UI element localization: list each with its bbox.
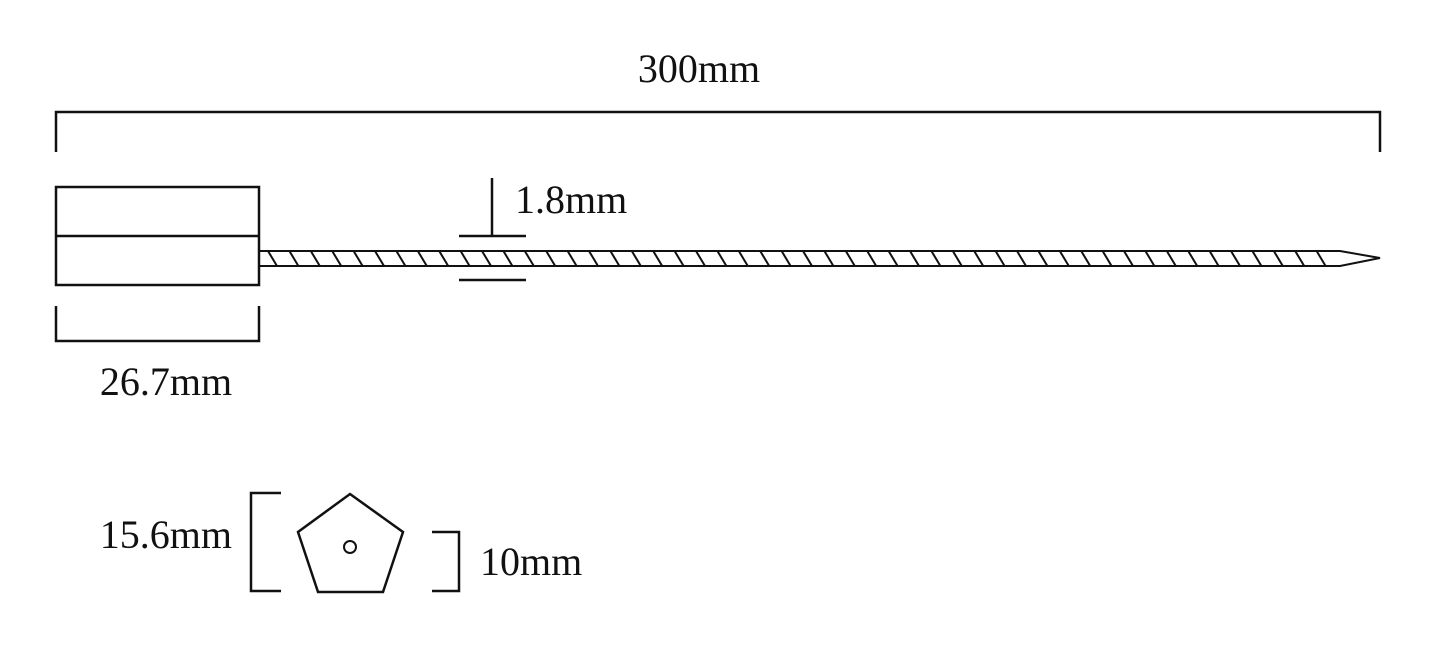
- cable-twist-stroke: [866, 250, 878, 267]
- cable-twist-stroke: [951, 250, 963, 267]
- head-length-bracket: [54, 306, 261, 343]
- cable-twist-stroke: [1230, 250, 1241, 267]
- cable-twist-stroke: [523, 250, 535, 267]
- cable-twist-stroke: [566, 250, 578, 267]
- pentagon-profile: [296, 492, 405, 594]
- cable-twist-stroke: [1080, 250, 1092, 267]
- cable-twist-stroke: [652, 250, 664, 267]
- lock-head: [54, 185, 261, 287]
- head-length-label: 26.7mm: [100, 359, 232, 404]
- center-hole: [343, 540, 357, 554]
- cable-twist-stroke: [309, 250, 321, 267]
- cable-diameter-dimension: 1.8mm: [459, 177, 627, 282]
- cable-twist-stroke: [395, 250, 407, 267]
- cable-twist-stroke: [416, 250, 428, 267]
- cable-twist-stroke: [459, 250, 471, 267]
- cable-diameter-label: 1.8mm: [515, 177, 627, 222]
- cable-twist-stroke: [1272, 250, 1284, 267]
- total-length-dimension: 300mm: [54, 46, 1382, 152]
- cable-twist-stroke: [1165, 250, 1177, 267]
- cable-twist-stroke: [588, 250, 599, 267]
- head-width-label: 15.6mm: [100, 512, 232, 557]
- cable-twist-stroke: [973, 250, 985, 267]
- cable-twist-stroke: [994, 250, 1006, 267]
- cable-twist-stroke: [930, 250, 942, 267]
- cable-twist-stroke: [481, 250, 492, 267]
- cable-twist-stroke: [759, 250, 771, 267]
- head-cross-section: 15.6mm 10mm: [100, 491, 582, 594]
- cable-twist-stroke: [695, 250, 706, 267]
- cable-twist-lines: [267, 250, 1327, 267]
- cable-twist-stroke: [780, 250, 792, 267]
- cable-twist-stroke: [352, 250, 364, 267]
- cable-twist-stroke: [545, 250, 557, 267]
- head-inner-bracket: [432, 530, 461, 593]
- cable-twist-stroke: [1315, 250, 1327, 267]
- cable-twist-stroke: [1144, 250, 1156, 267]
- cable-twist-stroke: [1294, 250, 1306, 267]
- cable-twist-stroke: [802, 250, 813, 267]
- cable-twist-stroke: [1251, 250, 1263, 267]
- cable-outline: [259, 250, 1381, 267]
- cable-twist-stroke: [909, 250, 920, 267]
- head-inner-label: 10mm: [480, 539, 582, 584]
- cable-twist-stroke: [1187, 250, 1199, 267]
- cable-twist-stroke: [716, 250, 728, 267]
- cable-twist-stroke: [1037, 250, 1049, 267]
- cable-twist-stroke: [844, 250, 856, 267]
- cable-twist-stroke: [267, 250, 278, 267]
- cable-twist-stroke: [288, 250, 300, 267]
- cable-twist-stroke: [609, 250, 621, 267]
- cable-twist-stroke: [1058, 250, 1070, 267]
- cable-twist-stroke: [1123, 250, 1134, 267]
- cable-twist-stroke: [737, 250, 749, 267]
- cable-twist-stroke: [887, 250, 899, 267]
- cable-twist-stroke: [823, 250, 835, 267]
- cable-twist-stroke: [438, 250, 450, 267]
- cable-twist-stroke: [1016, 250, 1027, 267]
- cable-twist-stroke: [630, 250, 642, 267]
- twisted-cable: [259, 250, 1381, 267]
- total-length-bracket: [54, 110, 1382, 152]
- total-length-label: 300mm: [638, 46, 760, 91]
- cable-twist-stroke: [331, 250, 343, 267]
- cable-twist-stroke: [1101, 250, 1113, 267]
- cable-twist-stroke: [673, 250, 685, 267]
- cable-twist-stroke: [374, 250, 385, 267]
- head-width-bracket: [249, 491, 281, 593]
- cable-twist-stroke: [1208, 250, 1220, 267]
- head-length-dimension: 26.7mm: [54, 306, 261, 404]
- cable-twist-stroke: [502, 250, 514, 267]
